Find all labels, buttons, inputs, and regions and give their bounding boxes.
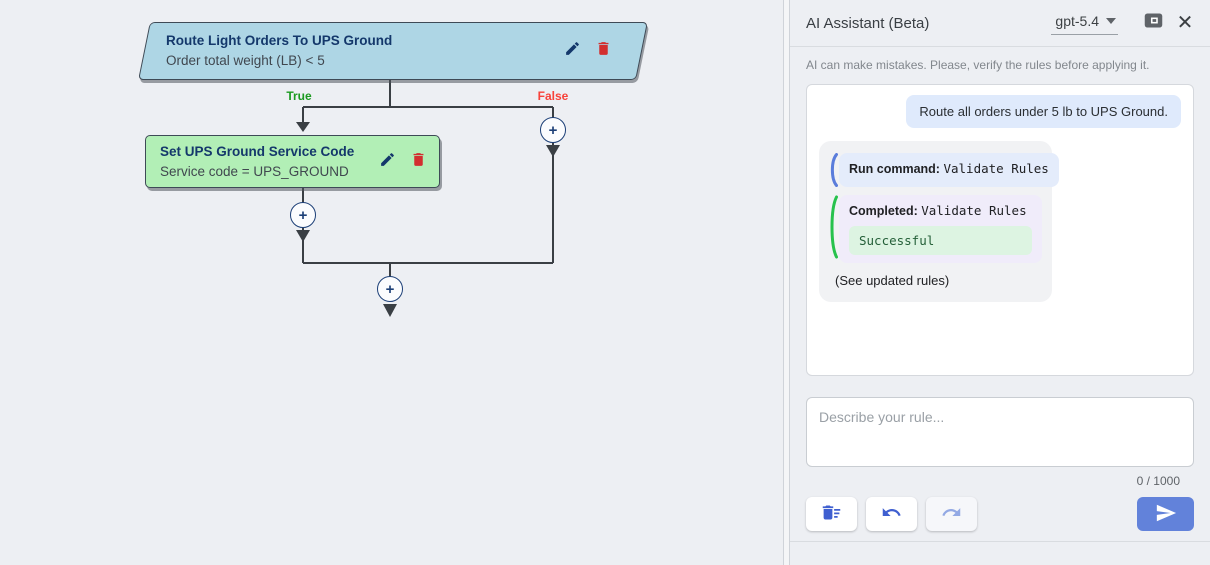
green-bracket-icon <box>830 195 838 259</box>
action-node[interactable]: Set UPS Ground Service Code Service code… <box>145 135 440 188</box>
action-node-detail: Service code = UPS_GROUND <box>160 163 349 179</box>
assistant-disclaimer: AI can make mistakes. Please, verify the… <box>806 58 1150 72</box>
completed-bubble: Completed: Validate Rules Successful <box>829 195 1042 263</box>
chat-history[interactable]: Route all orders under 5 lb to UPS Groun… <box>806 84 1194 376</box>
assistant-header: AI Assistant (Beta) gpt-5.4 ✕ <box>790 0 1210 47</box>
false-branch-label: False <box>537 89 569 103</box>
pencil-icon <box>564 40 581 62</box>
model-select[interactable]: gpt-5.4 <box>1051 11 1118 35</box>
blue-bracket-icon <box>830 153 838 187</box>
close-panel-button[interactable]: ✕ <box>1174 12 1196 34</box>
decision-node[interactable]: Route Light Orders To UPS Ground Order t… <box>154 22 638 80</box>
plus-icon: + <box>548 121 558 139</box>
plus-icon: + <box>385 280 395 298</box>
run-command-label: Run command: <box>849 162 940 176</box>
delete-sweep-icon <box>821 502 842 526</box>
delete-rule-button[interactable] <box>594 42 612 60</box>
completed-label: Completed: <box>849 204 918 218</box>
character-counter: 0 / 1000 <box>1136 474 1180 488</box>
run-command-bubble: Run command: Validate Rules <box>829 153 1059 187</box>
close-icon: ✕ <box>1176 12 1194 34</box>
model-select-value: gpt-5.4 <box>1055 13 1099 29</box>
pencil-icon <box>379 151 396 173</box>
send-button[interactable] <box>1137 497 1194 531</box>
assistant-title: AI Assistant (Beta) <box>806 14 930 32</box>
result-status: Successful <box>849 226 1032 255</box>
delete-action-button[interactable] <box>409 151 427 173</box>
add-step-button-end[interactable]: + <box>377 276 403 302</box>
true-branch-label: True <box>286 89 312 103</box>
send-icon <box>1155 502 1177 527</box>
picture-in-picture-button[interactable] <box>1142 12 1164 34</box>
add-step-button-false-branch[interactable]: + <box>540 117 566 143</box>
flow-connectors <box>296 80 560 317</box>
picture-in-picture-icon <box>1143 10 1164 36</box>
chevron-down-icon <box>1106 18 1116 24</box>
rule-flowchart-canvas: Route Light Orders To UPS Ground Order t… <box>138 22 648 317</box>
trash-icon <box>410 151 427 173</box>
assistant-response-block: Run command: Validate Rules Completed: V… <box>819 141 1059 302</box>
completed-value: Validate Rules <box>921 203 1027 218</box>
plus-icon: + <box>298 206 308 224</box>
undo-icon <box>881 502 902 526</box>
ai-assistant-panel: AI Assistant (Beta) gpt-5.4 ✕ AI can mak… <box>790 0 1210 565</box>
panel-splitter[interactable] <box>783 0 790 565</box>
panel-footer-divider <box>790 541 1210 542</box>
decision-node-title: Route Light Orders To UPS Ground <box>166 33 393 48</box>
action-node-title: Set UPS Ground Service Code <box>160 143 355 159</box>
edit-rule-button[interactable] <box>563 42 581 60</box>
decision-node-condition: Order total weight (LB) < 5 <box>166 53 325 68</box>
run-command-value: Validate Rules <box>943 161 1049 176</box>
edit-action-button[interactable] <box>378 151 396 173</box>
rule-description-input[interactable] <box>806 397 1194 467</box>
user-message-bubble: Route all orders under 5 lb to UPS Groun… <box>906 95 1181 128</box>
redo-button[interactable] <box>926 497 977 531</box>
add-step-button-true-branch[interactable]: + <box>290 202 316 228</box>
trash-icon <box>595 40 612 62</box>
see-updated-rules-note: (See updated rules) <box>835 273 950 288</box>
undo-button[interactable] <box>866 497 917 531</box>
clear-history-button[interactable] <box>806 497 857 531</box>
redo-icon <box>941 502 962 526</box>
